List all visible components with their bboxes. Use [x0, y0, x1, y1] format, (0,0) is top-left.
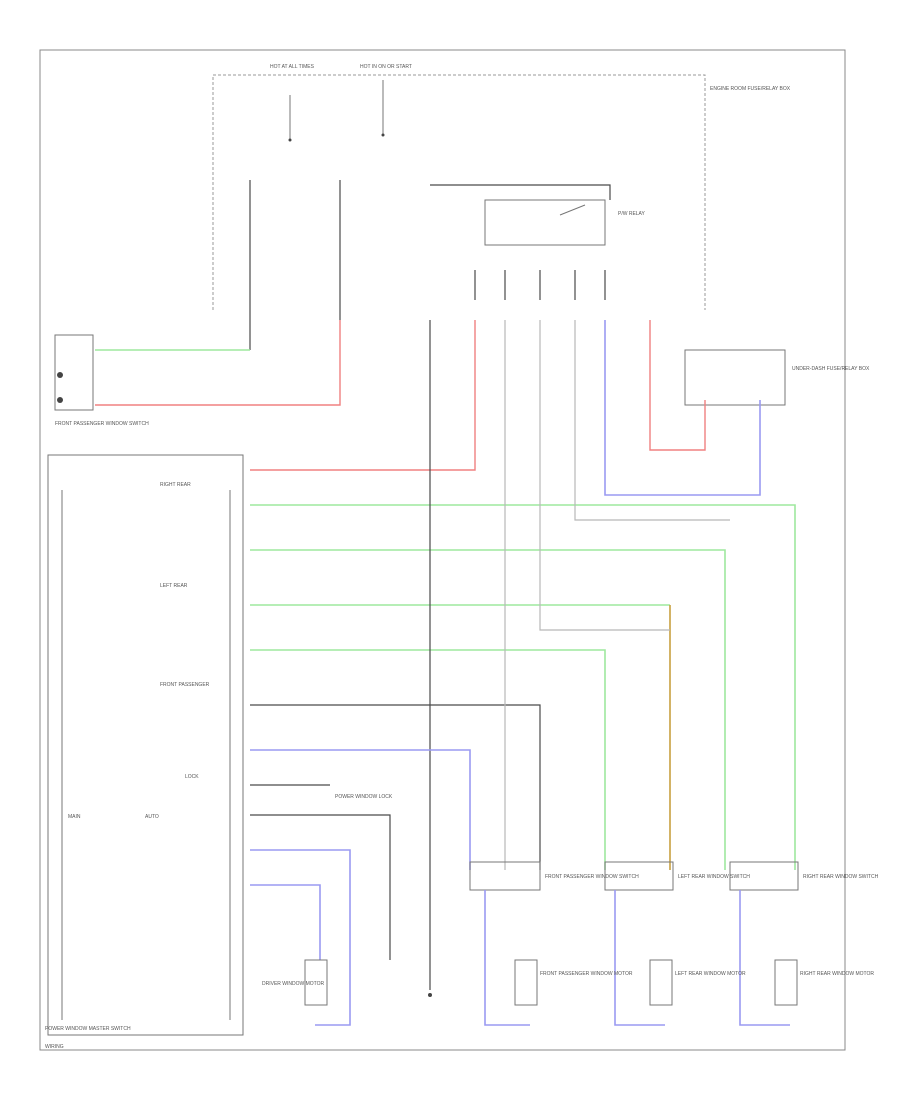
svg-text:RIGHT REAR: RIGHT REAR — [160, 482, 191, 488]
wire-blue-top — [604, 320, 761, 496]
wire-blue-1 — [250, 749, 471, 870]
svg-text:POWER WINDOW MASTER SWITCH: POWER WINDOW MASTER SWITCH — [45, 1026, 131, 1032]
wire-red-main — [250, 320, 476, 471]
wire-red-center — [95, 320, 341, 406]
svg-text:FRONT PASSENGER WINDOW SWITCH: FRONT PASSENGER WINDOW SWITCH — [55, 421, 149, 427]
wire-green-4 — [250, 649, 606, 870]
svg-text:LEFT REAR WINDOW MOTOR: LEFT REAR WINDOW MOTOR — [675, 971, 746, 977]
wire-blue-3 — [250, 884, 321, 960]
wire-blue-2 — [250, 849, 351, 1026]
wire-green-2 — [250, 549, 726, 870]
svg-text:LEFT REAR: LEFT REAR — [160, 583, 188, 589]
left-rear-sub-switch: LEFT REAR WINDOW SWITCH — [604, 861, 750, 1026]
passenger-window-switch: FRONT PASSENGER WINDOW SWITCH — [54, 334, 149, 427]
pw-relay: P/W RELAY — [430, 184, 646, 246]
svg-text:LOCK: LOCK — [185, 774, 199, 780]
passenger-sub-switch: FRONT PASSENGER WINDOW SWITCH — [469, 861, 639, 1026]
right-rear-window-motor: RIGHT REAR WINDOW MOTOR — [774, 959, 874, 1006]
passenger-window-motor: FRONT PASSENGER WINDOW MOTOR — [514, 959, 633, 1006]
left-rear-window-motor: LEFT REAR WINDOW MOTOR — [649, 959, 746, 1006]
svg-text:FRONT PASSENGER WINDOW MOTOR: FRONT PASSENGER WINDOW MOTOR — [540, 971, 633, 977]
power-window-master-switch: POWER WINDOW MASTER SWITCH RIGHT REAR LE… — [45, 454, 244, 1036]
svg-text:DRIVER WINDOW MOTOR: DRIVER WINDOW MOTOR — [262, 981, 325, 987]
svg-text:MAIN: MAIN — [68, 814, 81, 820]
window-lock-label: POWER WINDOW LOCK — [335, 794, 393, 800]
under-dash-fuse-box: UNDER-DASH FUSE/RELAY BOX — [684, 349, 870, 406]
diagram-frame — [39, 49, 846, 1051]
svg-text:FRONT PASSENGER: FRONT PASSENGER — [160, 682, 210, 688]
fuse-box-outline — [212, 74, 706, 310]
svg-text:FRONT PASSENGER WINDOW SWITCH: FRONT PASSENGER WINDOW SWITCH — [545, 874, 639, 880]
relay-box-label: ENGINE ROOM FUSE/RELAY BOX — [710, 86, 791, 92]
fuse-right-label: HOT IN ON OR START — [360, 64, 412, 70]
footer-label: WIRING — [45, 1044, 64, 1050]
svg-text:RIGHT REAR WINDOW MOTOR: RIGHT REAR WINDOW MOTOR — [800, 971, 874, 977]
fuse-left — [288, 95, 292, 142]
fuse-right — [381, 80, 385, 137]
wire-gray-2 — [539, 320, 670, 631]
svg-text:LEFT REAR WINDOW SWITCH: LEFT REAR WINDOW SWITCH — [678, 874, 750, 880]
ground-symbol — [428, 960, 432, 997]
wire-black-main — [250, 704, 541, 870]
svg-text:P/W RELAY: P/W RELAY — [618, 211, 646, 217]
svg-text:RIGHT REAR WINDOW SWITCH: RIGHT REAR WINDOW SWITCH — [803, 874, 879, 880]
svg-text:AUTO: AUTO — [145, 814, 159, 820]
wire-black-lock — [250, 814, 391, 960]
driver-window-motor: DRIVER WINDOW MOTOR — [262, 959, 328, 1006]
svg-text:UNDER-DASH FUSE/RELAY BOX: UNDER-DASH FUSE/RELAY BOX — [792, 366, 870, 372]
wire-red-right — [649, 320, 706, 451]
fuse-column — [474, 270, 606, 300]
fuse-left-label: HOT AT ALL TIMES — [270, 64, 315, 70]
wire-green-1 — [250, 504, 796, 870]
right-rear-sub-switch: RIGHT REAR WINDOW SWITCH — [729, 861, 879, 1026]
wire-gray-3 — [574, 320, 730, 521]
